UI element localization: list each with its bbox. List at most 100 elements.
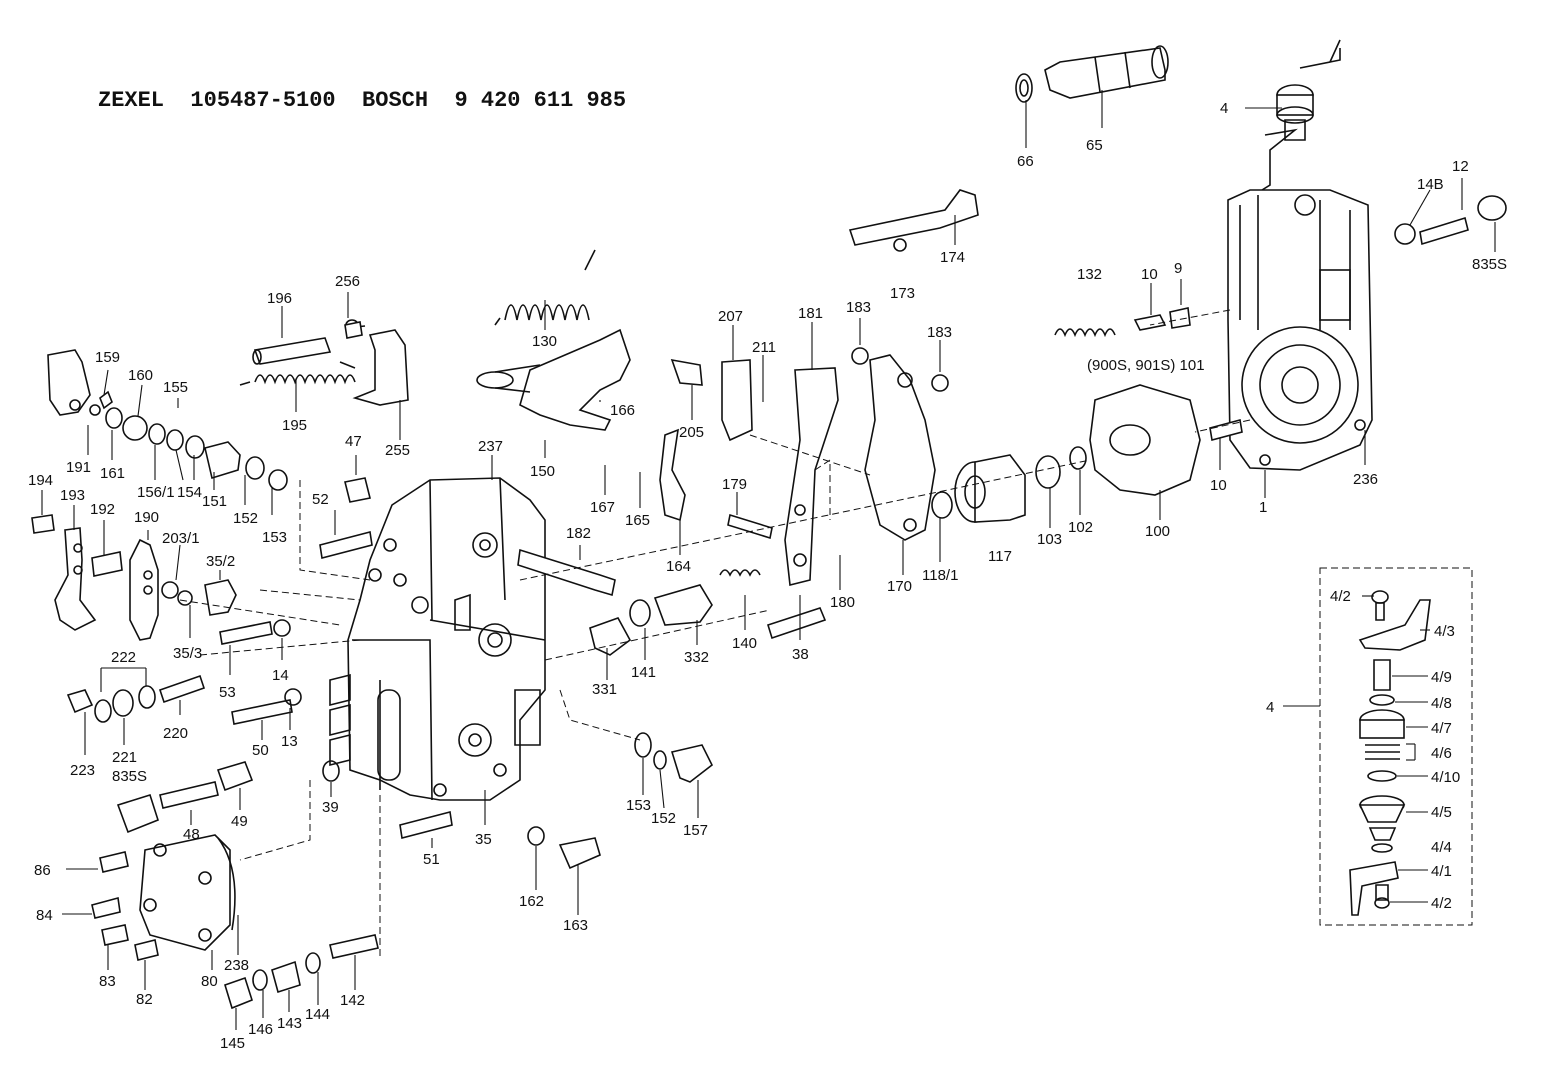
label-65: 65 — [1086, 137, 1103, 154]
label-39: 39 — [322, 799, 339, 816]
label-190: 190 — [134, 509, 159, 526]
label-155: 155 — [163, 379, 188, 396]
label-205: 205 — [679, 424, 704, 441]
label-84: 84 — [36, 907, 53, 924]
label-51: 51 — [423, 851, 440, 868]
bolts-82-86 — [91, 761, 254, 961]
flyweight-assembly — [851, 195, 1507, 523]
label-203-1: 203/1 — [162, 530, 200, 547]
inset-labels: 4 4/2 4/3 4/9 4/8 4/7 4/6 4/10 4/5 4/4 4… — [1266, 588, 1460, 912]
governor-cover-236 — [1227, 189, 1373, 471]
label-103: 103 — [1037, 531, 1062, 548]
detail-inset-4 — [1319, 567, 1473, 926]
label-180: 180 — [830, 594, 855, 611]
label-48: 48 — [183, 826, 200, 843]
label-9: 9 — [1174, 260, 1182, 277]
inset-item-4-5: 4/5 — [1431, 804, 1452, 821]
lever-164-181-170 — [659, 354, 936, 586]
label-49: 49 — [231, 813, 248, 830]
bolts-51-39 — [319, 321, 453, 839]
label-53: 53 — [219, 684, 236, 701]
plate-190 — [129, 538, 159, 641]
label-151: 151 — [202, 493, 227, 510]
label-195: 195 — [282, 417, 307, 434]
label-1: 1 — [1259, 499, 1267, 516]
bolt-182 — [517, 548, 616, 597]
label-146: 146 — [248, 1021, 273, 1038]
label-181: 181 — [798, 305, 823, 322]
label-183-a: 183 — [846, 299, 871, 316]
stop-lever-assembly-4 — [1261, 39, 1341, 191]
label-86: 86 — [34, 862, 51, 879]
label-83: 83 — [99, 973, 116, 990]
lever-166 — [476, 328, 631, 431]
label-118-1: 118/1 — [922, 567, 958, 584]
inset-item-4-2-bottom: 4/2 — [1431, 895, 1452, 912]
inset-item-4-2-top: 4/2 — [1330, 588, 1351, 605]
label-101: (900S, 901S) 101 — [1087, 357, 1205, 374]
label-35-3: 35/3 — [173, 645, 202, 662]
bottom-fittings-142-146 — [224, 934, 379, 1010]
label-223: 223 — [70, 762, 95, 779]
label-144: 144 — [305, 1006, 330, 1023]
small-parts-left — [31, 514, 302, 725]
fittings-331-141-332-140 — [589, 569, 827, 656]
label-52: 52 — [312, 491, 329, 508]
label-170: 170 — [887, 578, 912, 595]
inset-label-4: 4 — [1266, 699, 1274, 716]
label-152-a: 152 — [233, 510, 258, 527]
label-191: 191 — [66, 459, 91, 476]
label-236: 236 — [1353, 471, 1378, 488]
label-102: 102 — [1068, 519, 1093, 536]
inset-item-4-8: 4/8 — [1431, 695, 1452, 712]
label-10-a: 10 — [1141, 266, 1158, 283]
inset-item-4-4: 4/4 — [1431, 839, 1452, 856]
inset-item-4-10: 4/10 — [1431, 769, 1460, 786]
label-82: 82 — [136, 991, 153, 1008]
label-162: 162 — [519, 893, 544, 910]
label-14: 14 — [272, 667, 289, 684]
label-331: 331 — [592, 681, 617, 698]
inset-item-4-1: 4/1 — [1431, 863, 1452, 880]
label-165: 165 — [625, 512, 650, 529]
label-332: 332 — [684, 649, 709, 666]
label-117: 117 — [988, 548, 1012, 565]
assembly-center-lines — [179, 309, 1251, 960]
label-220: 220 — [163, 725, 188, 742]
label-196: 196 — [267, 290, 292, 307]
label-164: 164 — [666, 558, 691, 575]
label-4: 4 — [1220, 100, 1228, 117]
label-835S-a: 835S — [1472, 256, 1507, 273]
label-179: 179 — [722, 476, 747, 493]
label-50: 50 — [252, 742, 269, 759]
label-238: 238 — [224, 957, 249, 974]
label-132: 132 — [1077, 266, 1102, 283]
label-160: 160 — [128, 367, 153, 384]
label-835S-b: 835S — [112, 768, 147, 785]
governor-housing-237 — [329, 477, 546, 801]
label-174: 174 — [940, 249, 965, 266]
label-183-b: 183 — [927, 324, 952, 341]
label-80: 80 — [201, 973, 218, 990]
label-14B: 14B — [1417, 176, 1444, 193]
label-142: 142 — [340, 992, 365, 1009]
label-182: 182 — [566, 525, 591, 542]
spring-195 — [239, 361, 356, 386]
diagram-title: ZEXEL 105487-5100 BOSCH 9 420 611 985 — [98, 88, 627, 113]
spring-130 — [494, 249, 596, 326]
label-194: 194 — [28, 472, 53, 489]
label-166: 166 — [610, 402, 635, 419]
label-38: 38 — [792, 646, 809, 663]
label-161: 161 — [100, 465, 125, 482]
label-167: 167 — [590, 499, 615, 516]
label-157: 157 — [683, 822, 708, 839]
label-222: 222 — [111, 649, 136, 666]
pin-196 — [252, 337, 332, 365]
label-47: 47 — [345, 433, 362, 450]
plug-157-163 — [527, 732, 714, 870]
label-237: 237 — [478, 438, 503, 455]
label-192: 192 — [90, 501, 115, 518]
label-156-1: 156/1 — [137, 484, 175, 501]
label-173: 173 — [890, 285, 915, 302]
